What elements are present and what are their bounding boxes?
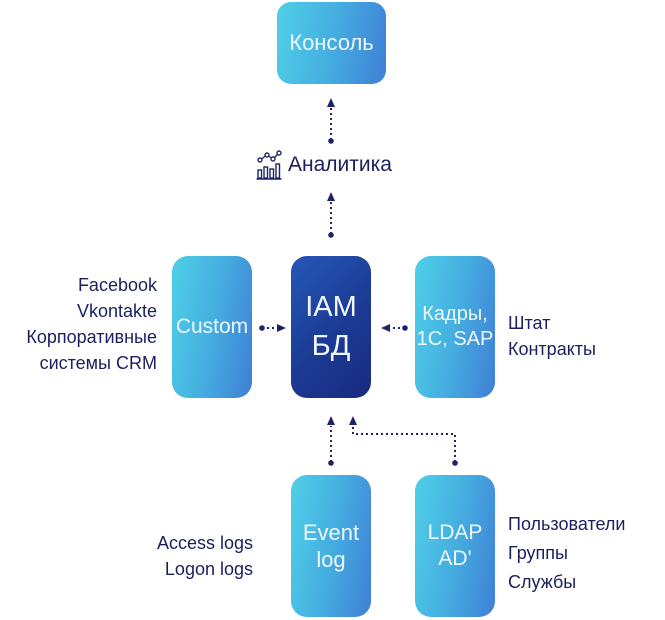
ldap-label-line1: LDAP (427, 520, 483, 544)
iam-node-label-line2: БД (311, 330, 351, 362)
source-item: Штат (508, 313, 551, 333)
arrowhead-analytics (327, 192, 335, 201)
analytics-label: Аналитика (256, 150, 392, 180)
source-item: Группы (508, 543, 568, 563)
analytics-text: Аналитика (288, 153, 392, 176)
source-item: Vkontakte (76, 301, 157, 321)
ldap-sources-label: Пользователи Группы Службы (508, 510, 625, 597)
source-item: Logon logs (164, 559, 253, 579)
event-log-label-line1: Event (302, 519, 360, 545)
dot-iam-top (328, 232, 334, 238)
dot-analytics-top (328, 138, 334, 144)
iam-node-label-line1: IAM (305, 290, 357, 323)
arrowhead-console (327, 98, 335, 107)
arrowhead-iam-right (381, 324, 390, 332)
arrowhead-iam-bottom (327, 416, 335, 425)
hr-sources-label: Штат Контракты (508, 310, 596, 362)
connector-ldap-to-iam (352, 426, 456, 462)
analytics-chart-icon (256, 150, 282, 180)
source-item: Access logs (156, 533, 253, 553)
event-log-node: Event log (291, 475, 371, 617)
source-item: Facebook (77, 275, 157, 295)
arrowhead-iam-bottom-ldap (349, 416, 357, 425)
source-item: Пользователи (508, 514, 626, 534)
hr-node-label-line1: Кадры, (422, 303, 488, 325)
source-item: Корпоративные (26, 327, 157, 347)
console-node-label: Консоль (289, 30, 374, 56)
custom-node: Custom (172, 256, 252, 398)
source-item: Службы (508, 572, 577, 592)
source-item: Контракты (508, 339, 596, 359)
dot-custom-right (259, 325, 265, 331)
iam-db-node: IAM БД (291, 256, 371, 398)
dot-kadry-left (402, 325, 408, 331)
source-item: системы CRM (39, 353, 157, 373)
dot-ldap-top (452, 460, 458, 466)
event-log-label-line2: log (316, 547, 346, 572)
ldap-ad-node: LDAP AD' (415, 475, 495, 617)
custom-sources-label: Facebook Vkontakte Корпоративные системы… (26, 272, 157, 376)
ldap-label-line2: AD' (438, 547, 472, 570)
dot-eventlog-top (328, 460, 334, 466)
custom-node-label: Custom (175, 314, 249, 338)
console-node: Консоль (277, 2, 386, 84)
arrowhead-iam-left (277, 324, 286, 332)
hr-node-label-line2: 1C, SAP (416, 328, 494, 350)
hr-systems-node: Кадры, 1C, SAP (415, 256, 495, 398)
event-sources-label: Access logs Logon logs (157, 530, 253, 582)
